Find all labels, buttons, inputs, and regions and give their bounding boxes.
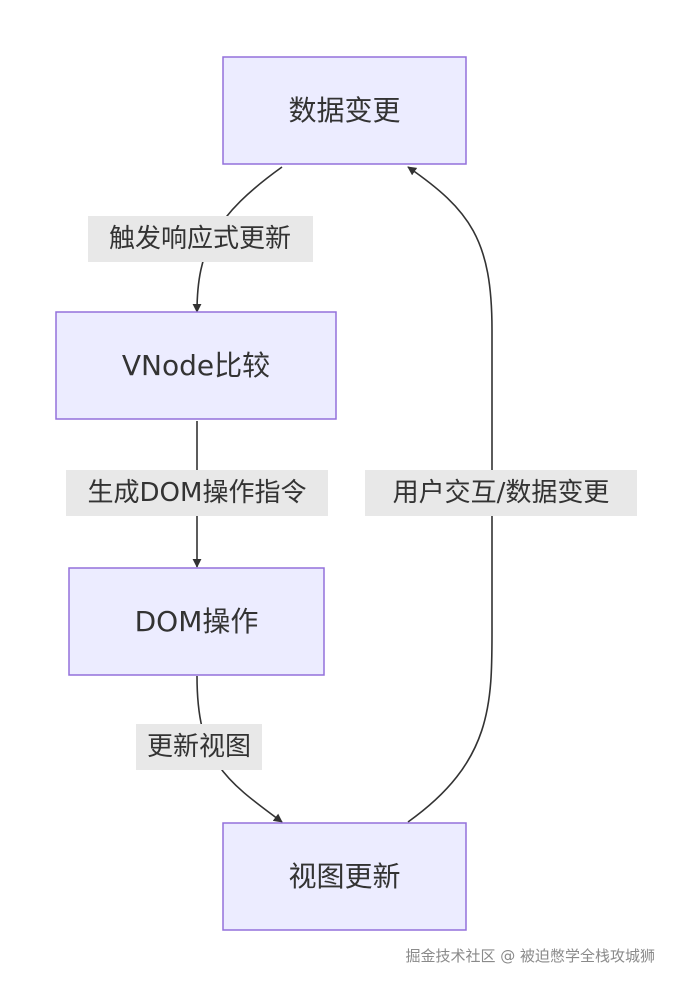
edge-label-reactive-update: 触发响应式更新 <box>88 216 313 262</box>
edge-label-update-view-text: 更新视图 <box>147 732 251 762</box>
node-dom-ops: DOM操作 <box>68 567 325 676</box>
edge-label-gen-dom-ops-text: 生成DOM操作指令 <box>88 478 307 508</box>
edge-label-user-interaction: 用户交互/数据变更 <box>365 470 637 516</box>
edge-view-update-to-data-change <box>407 166 493 823</box>
node-data-change-label: 数据变更 <box>288 94 400 127</box>
node-dom-ops-label: DOM操作 <box>135 605 259 638</box>
node-vnode-compare: VNode比较 <box>55 311 337 420</box>
node-view-update-label: 视图更新 <box>288 860 400 893</box>
edge-label-gen-dom-ops: 生成DOM操作指令 <box>66 470 328 516</box>
edge-label-reactive-update-text: 触发响应式更新 <box>109 224 291 254</box>
edge-label-user-interaction-text: 用户交互/数据变更 <box>393 478 610 508</box>
node-data-change: 数据变更 <box>222 56 467 165</box>
node-vnode-compare-label: VNode比较 <box>122 349 270 382</box>
watermark-text: 掘金技术社区 @ 被迫憋学全栈攻城狮 <box>405 947 655 965</box>
node-view-update: 视图更新 <box>222 822 467 931</box>
edge-label-update-view: 更新视图 <box>136 724 262 770</box>
